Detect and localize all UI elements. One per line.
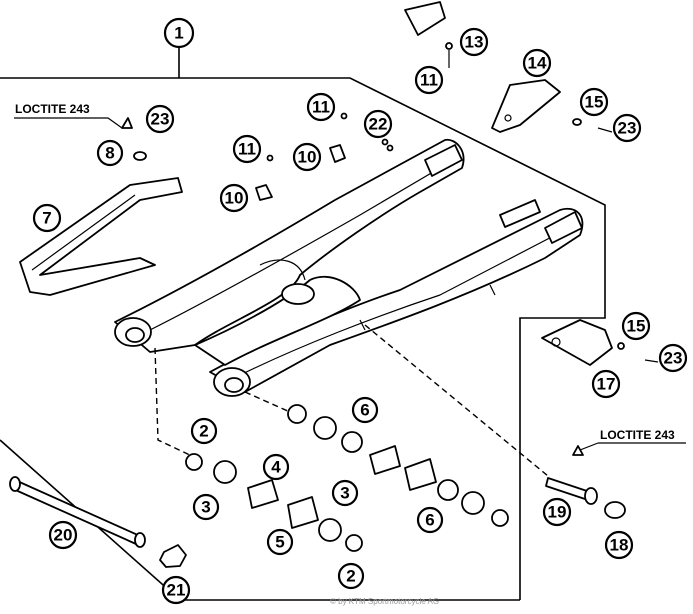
svg-text:3: 3	[340, 484, 349, 503]
svg-text:21: 21	[167, 581, 186, 600]
callout-14: 14	[522, 48, 552, 78]
callouts: 1 2 2 3 3 4 5 6 6 7 8 10 10 11 11 11 13 …	[32, 17, 688, 605]
callout-6-lower: 6	[416, 506, 444, 534]
loctite-label-left: LOCTITE 243	[15, 102, 90, 116]
callout-15-upper: 15	[579, 87, 609, 117]
callout-1: 1	[163, 17, 195, 49]
svg-text:15: 15	[627, 317, 646, 336]
svg-text:2: 2	[346, 567, 355, 586]
callout-3-left: 3	[192, 493, 220, 521]
callout-10-lower: 10	[219, 183, 249, 213]
svg-text:2: 2	[199, 422, 208, 441]
svg-text:6: 6	[360, 401, 369, 420]
pivot-bolt	[545, 445, 626, 519]
callout-4: 4	[262, 453, 290, 481]
callout-7: 7	[32, 203, 62, 233]
leader-lines	[14, 117, 686, 477]
callout-2-lower: 2	[337, 562, 365, 590]
callout-17: 17	[591, 369, 621, 399]
svg-text:1: 1	[174, 24, 183, 43]
callout-8: 8	[96, 139, 124, 167]
callout-20: 20	[48, 520, 78, 550]
callout-5: 5	[266, 528, 294, 556]
svg-text:22: 22	[369, 115, 388, 134]
svg-text:10: 10	[225, 189, 244, 208]
watermark: © by KTM Sportmotorcycle AG	[330, 597, 439, 606]
callout-18: 18	[604, 530, 634, 560]
callout-23-left: 23	[145, 104, 175, 134]
callout-19: 19	[542, 497, 572, 527]
svg-text:17: 17	[597, 375, 616, 394]
callout-23-lower-right: 23	[658, 343, 688, 373]
svg-text:23: 23	[664, 349, 683, 368]
svg-text:23: 23	[618, 119, 637, 138]
svg-text:23: 23	[151, 110, 170, 129]
chain-slider-plate	[491, 79, 613, 133]
callout-15-lower: 15	[621, 311, 651, 341]
swingarm	[114, 138, 584, 397]
svg-text:14: 14	[528, 54, 547, 73]
callout-2-upper: 2	[190, 417, 218, 445]
small-fasteners	[255, 112, 394, 201]
callout-6-upper: 6	[351, 396, 379, 424]
callout-22: 22	[363, 109, 393, 139]
svg-text:19: 19	[548, 503, 567, 522]
callout-11-mid: 11	[306, 92, 336, 122]
svg-text:13: 13	[465, 33, 484, 52]
callout-11-left: 11	[232, 134, 262, 164]
callout-11-right: 11	[414, 65, 444, 95]
washer-8	[121, 117, 147, 161]
callout-10-upper: 10	[292, 142, 322, 172]
callout-23-upper-right: 23	[612, 113, 642, 143]
chain-guide	[19, 177, 183, 296]
svg-text:11: 11	[312, 98, 330, 117]
svg-text:20: 20	[54, 526, 73, 545]
svg-text:15: 15	[585, 93, 604, 112]
pivot-bearings	[185, 404, 509, 552]
svg-text:4: 4	[271, 458, 281, 477]
svg-text:8: 8	[105, 144, 114, 163]
svg-text:18: 18	[610, 536, 629, 555]
swingarm-axle	[9, 476, 187, 568]
svg-text:11: 11	[420, 71, 438, 90]
callout-3-mid: 3	[331, 479, 359, 507]
callout-13: 13	[459, 27, 489, 57]
svg-text:3: 3	[201, 498, 210, 517]
chain-guard	[541, 319, 659, 366]
svg-text:10: 10	[298, 148, 317, 167]
loctite-label-right: LOCTITE 243	[600, 428, 675, 442]
top-bracket	[404, 1, 453, 68]
callout-21: 21	[161, 575, 191, 605]
svg-text:6: 6	[425, 511, 434, 530]
svg-text:7: 7	[42, 209, 51, 228]
svg-text:5: 5	[275, 533, 284, 552]
svg-text:11: 11	[238, 140, 256, 159]
